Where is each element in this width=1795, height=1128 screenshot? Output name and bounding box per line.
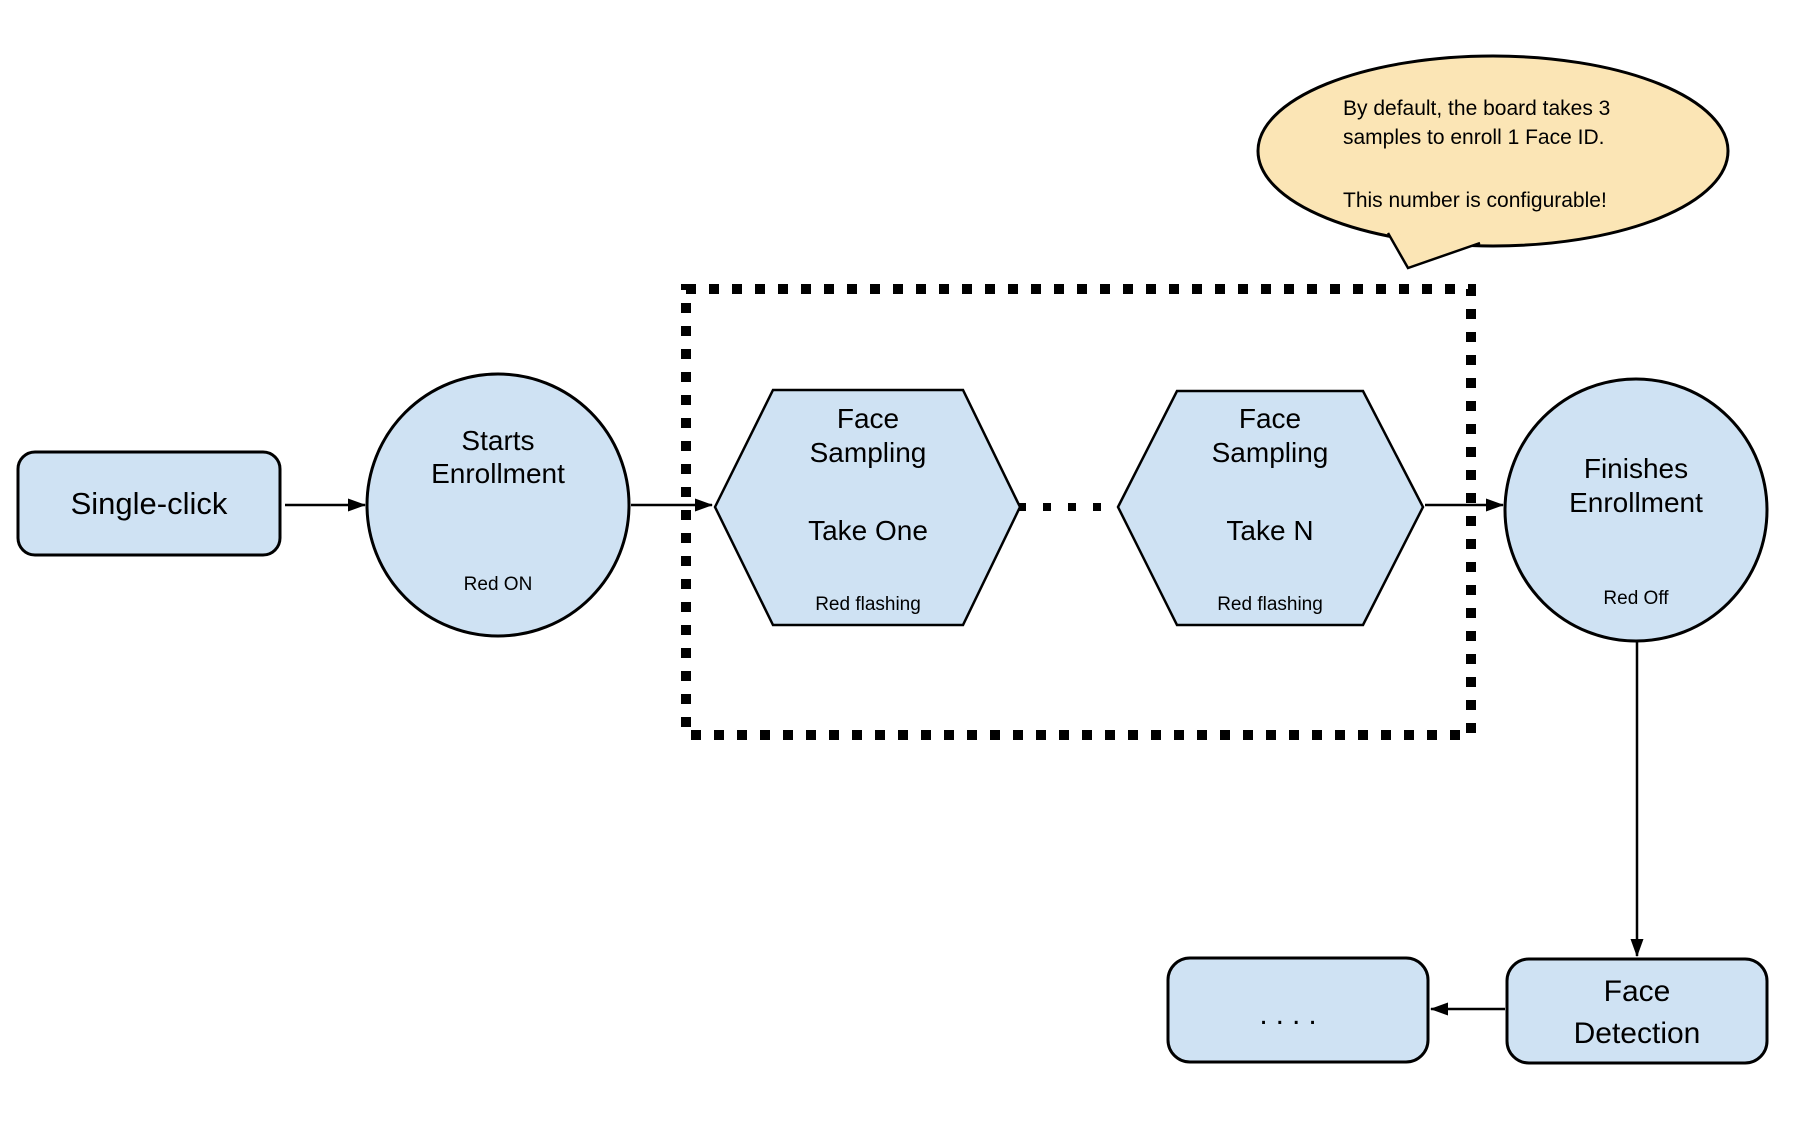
face-sampling-n-line3: Take N (1226, 515, 1313, 546)
single-click-label: Single-click (71, 486, 228, 521)
face-sampling-one-hexagon (713, 388, 1022, 627)
single-click-box (16, 450, 282, 557)
face-detection-line1: Face (1604, 975, 1671, 1008)
callout-line-1: By default, the board takes 3 (1343, 97, 1610, 120)
face-detection-box (1505, 957, 1769, 1065)
face-sampling-one-line2: Sampling (810, 437, 927, 468)
starts-enrollment-line2: Enrollment (431, 458, 565, 489)
face-sampling-one-status: Red flashing (815, 594, 921, 615)
next-steps-box (1166, 956, 1430, 1064)
node-single-click: Single-click (16, 450, 282, 557)
node-next-steps: .... (1166, 956, 1430, 1064)
face-detection-line2: Detection (1574, 1017, 1701, 1050)
node-face-sampling-take-one: Face Sampling Take One Red flashing (713, 388, 1022, 627)
speech-bubble-tail (1386, 232, 1481, 270)
callout-line-3: This number is configurable! (1343, 189, 1607, 212)
face-sampling-n-hexagon (1116, 389, 1425, 627)
finishes-enrollment-line1: Finishes (1584, 453, 1688, 484)
face-sampling-n-line2: Sampling (1212, 437, 1329, 468)
next-steps-label: .... (1259, 998, 1324, 1031)
node-starts-enrollment: Starts Enrollment Red ON (365, 372, 631, 638)
callout-line-2: samples to enroll 1 Face ID. (1343, 126, 1604, 149)
node-finishes-enrollment: Finishes Enrollment Red Off (1503, 377, 1769, 643)
starts-enrollment-circle (365, 372, 631, 638)
face-sampling-one-line1: Face (837, 403, 899, 434)
sampling-group-dotted-border (681, 284, 1476, 740)
finishes-enrollment-circle (1503, 377, 1769, 643)
starts-enrollment-line1: Starts (461, 425, 534, 456)
finishes-enrollment-line2: Enrollment (1569, 487, 1703, 518)
finishes-enrollment-status: Red Off (1603, 588, 1669, 609)
speech-bubble: By default, the board takes 3 samples to… (1256, 54, 1730, 270)
speech-bubble-ellipse (1256, 54, 1730, 248)
face-sampling-n-status: Red flashing (1217, 594, 1323, 615)
node-face-sampling-take-n: Face Sampling Take N Red flashing (1116, 389, 1425, 627)
node-face-detection: Face Detection (1505, 957, 1769, 1065)
face-sampling-n-line1: Face (1239, 403, 1301, 434)
face-sampling-one-line3: Take One (808, 515, 928, 546)
starts-enrollment-status: Red ON (464, 574, 533, 595)
